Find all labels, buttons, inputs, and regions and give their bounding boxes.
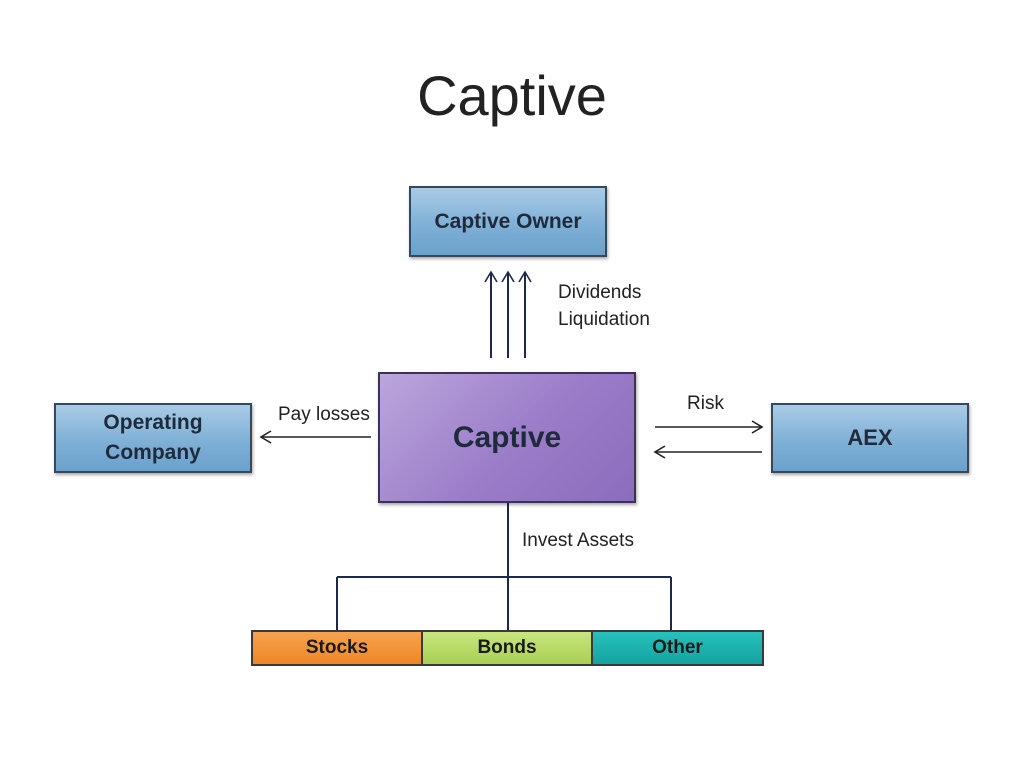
operating-company-label: Operating Company: [103, 408, 202, 468]
operating-company-line2: Company: [105, 441, 201, 464]
captive-owner-box: Captive Owner: [409, 186, 607, 257]
liquidation-label: Liquidation: [558, 309, 650, 330]
bonds-box: Bonds: [421, 630, 593, 666]
invest-assets-label: Invest Assets: [522, 530, 634, 551]
aex-label: AEX: [847, 425, 893, 450]
captive-label: Captive: [452, 420, 562, 454]
stocks-box: Stocks: [251, 630, 423, 666]
dividends-label: Dividends: [558, 282, 642, 303]
pay-losses-label: Pay losses: [278, 404, 370, 425]
slide-title: Captive: [417, 64, 607, 127]
other-label: Other: [652, 637, 703, 658]
operating-company-line1: Operating: [103, 411, 203, 434]
captive-owner-label: Captive Owner: [434, 209, 582, 233]
captive-box: Captive: [378, 372, 636, 503]
bonds-label: Bonds: [477, 637, 537, 658]
aex-box: AEX: [771, 403, 969, 473]
other-box: Other: [591, 630, 764, 666]
operating-company-box: Operating Company: [54, 403, 252, 473]
risk-label: Risk: [687, 393, 724, 414]
stocks-label: Stocks: [305, 637, 369, 658]
